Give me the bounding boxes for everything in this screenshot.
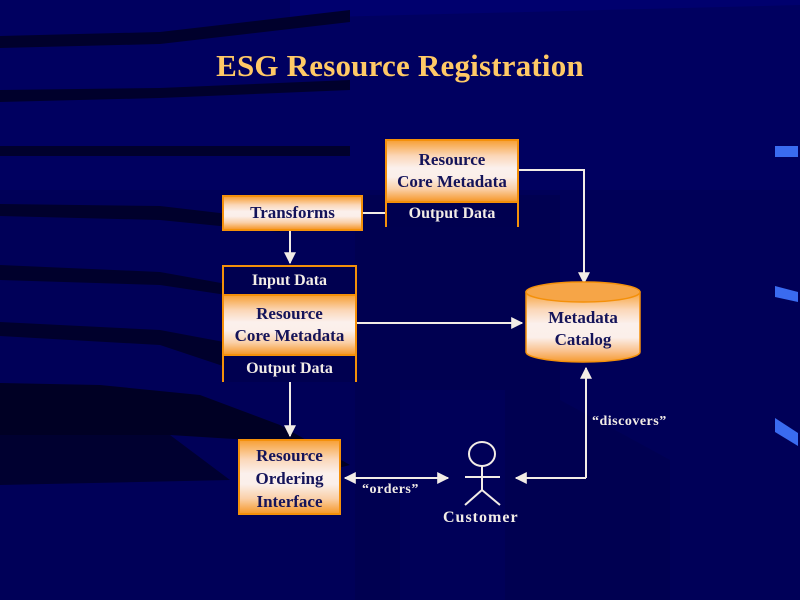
top-resource-line1: Resource: [418, 150, 486, 169]
background-streak: [0, 80, 350, 102]
top-resource-body: Resource Core Metadata: [387, 141, 517, 201]
mid-resource-line2: Core Metadata: [234, 326, 345, 345]
mid-resource-box[interactable]: Input Data Resource Core Metadata Output…: [222, 265, 357, 382]
top-resource-box[interactable]: Resource Core Metadata Output Data: [385, 139, 519, 227]
customer-label: Customer: [443, 509, 519, 526]
top-resource-output-data: Output Data: [387, 201, 517, 227]
transforms-label: Transforms: [250, 203, 335, 222]
background-streak: [0, 146, 350, 156]
background-streak: [0, 265, 260, 300]
mid-resource-input-data: Input Data: [224, 267, 355, 296]
accent-mark: [775, 286, 798, 302]
top-resource-line2: Core Metadata: [397, 172, 507, 191]
accent-mark: [775, 418, 798, 446]
ordering-line2: Ordering: [255, 469, 324, 488]
transforms-box[interactable]: Transforms: [222, 195, 363, 231]
metadata-catalog-label[interactable]: Metadata Catalog: [526, 307, 640, 351]
ordering-interface-box[interactable]: Resource Ordering Interface: [238, 439, 341, 515]
background-streak: [0, 383, 350, 470]
slide-title: ESG Resource Registration: [216, 48, 584, 83]
ordering-line3: Interface: [256, 492, 323, 511]
mid-resource-output-data: Output Data: [224, 354, 355, 382]
mid-resource-body: Resource Core Metadata: [224, 296, 355, 354]
background-streak: [0, 10, 350, 48]
discovers-label: “discovers”: [592, 414, 667, 429]
catalog-line1: Metadata: [548, 308, 618, 327]
accent-mark: [775, 146, 798, 157]
background-streak: [0, 204, 280, 232]
catalog-line2: Catalog: [554, 330, 612, 349]
orders-label: “orders”: [362, 482, 419, 497]
ordering-line1: Resource: [256, 446, 323, 465]
mid-resource-line1: Resource: [256, 304, 323, 323]
